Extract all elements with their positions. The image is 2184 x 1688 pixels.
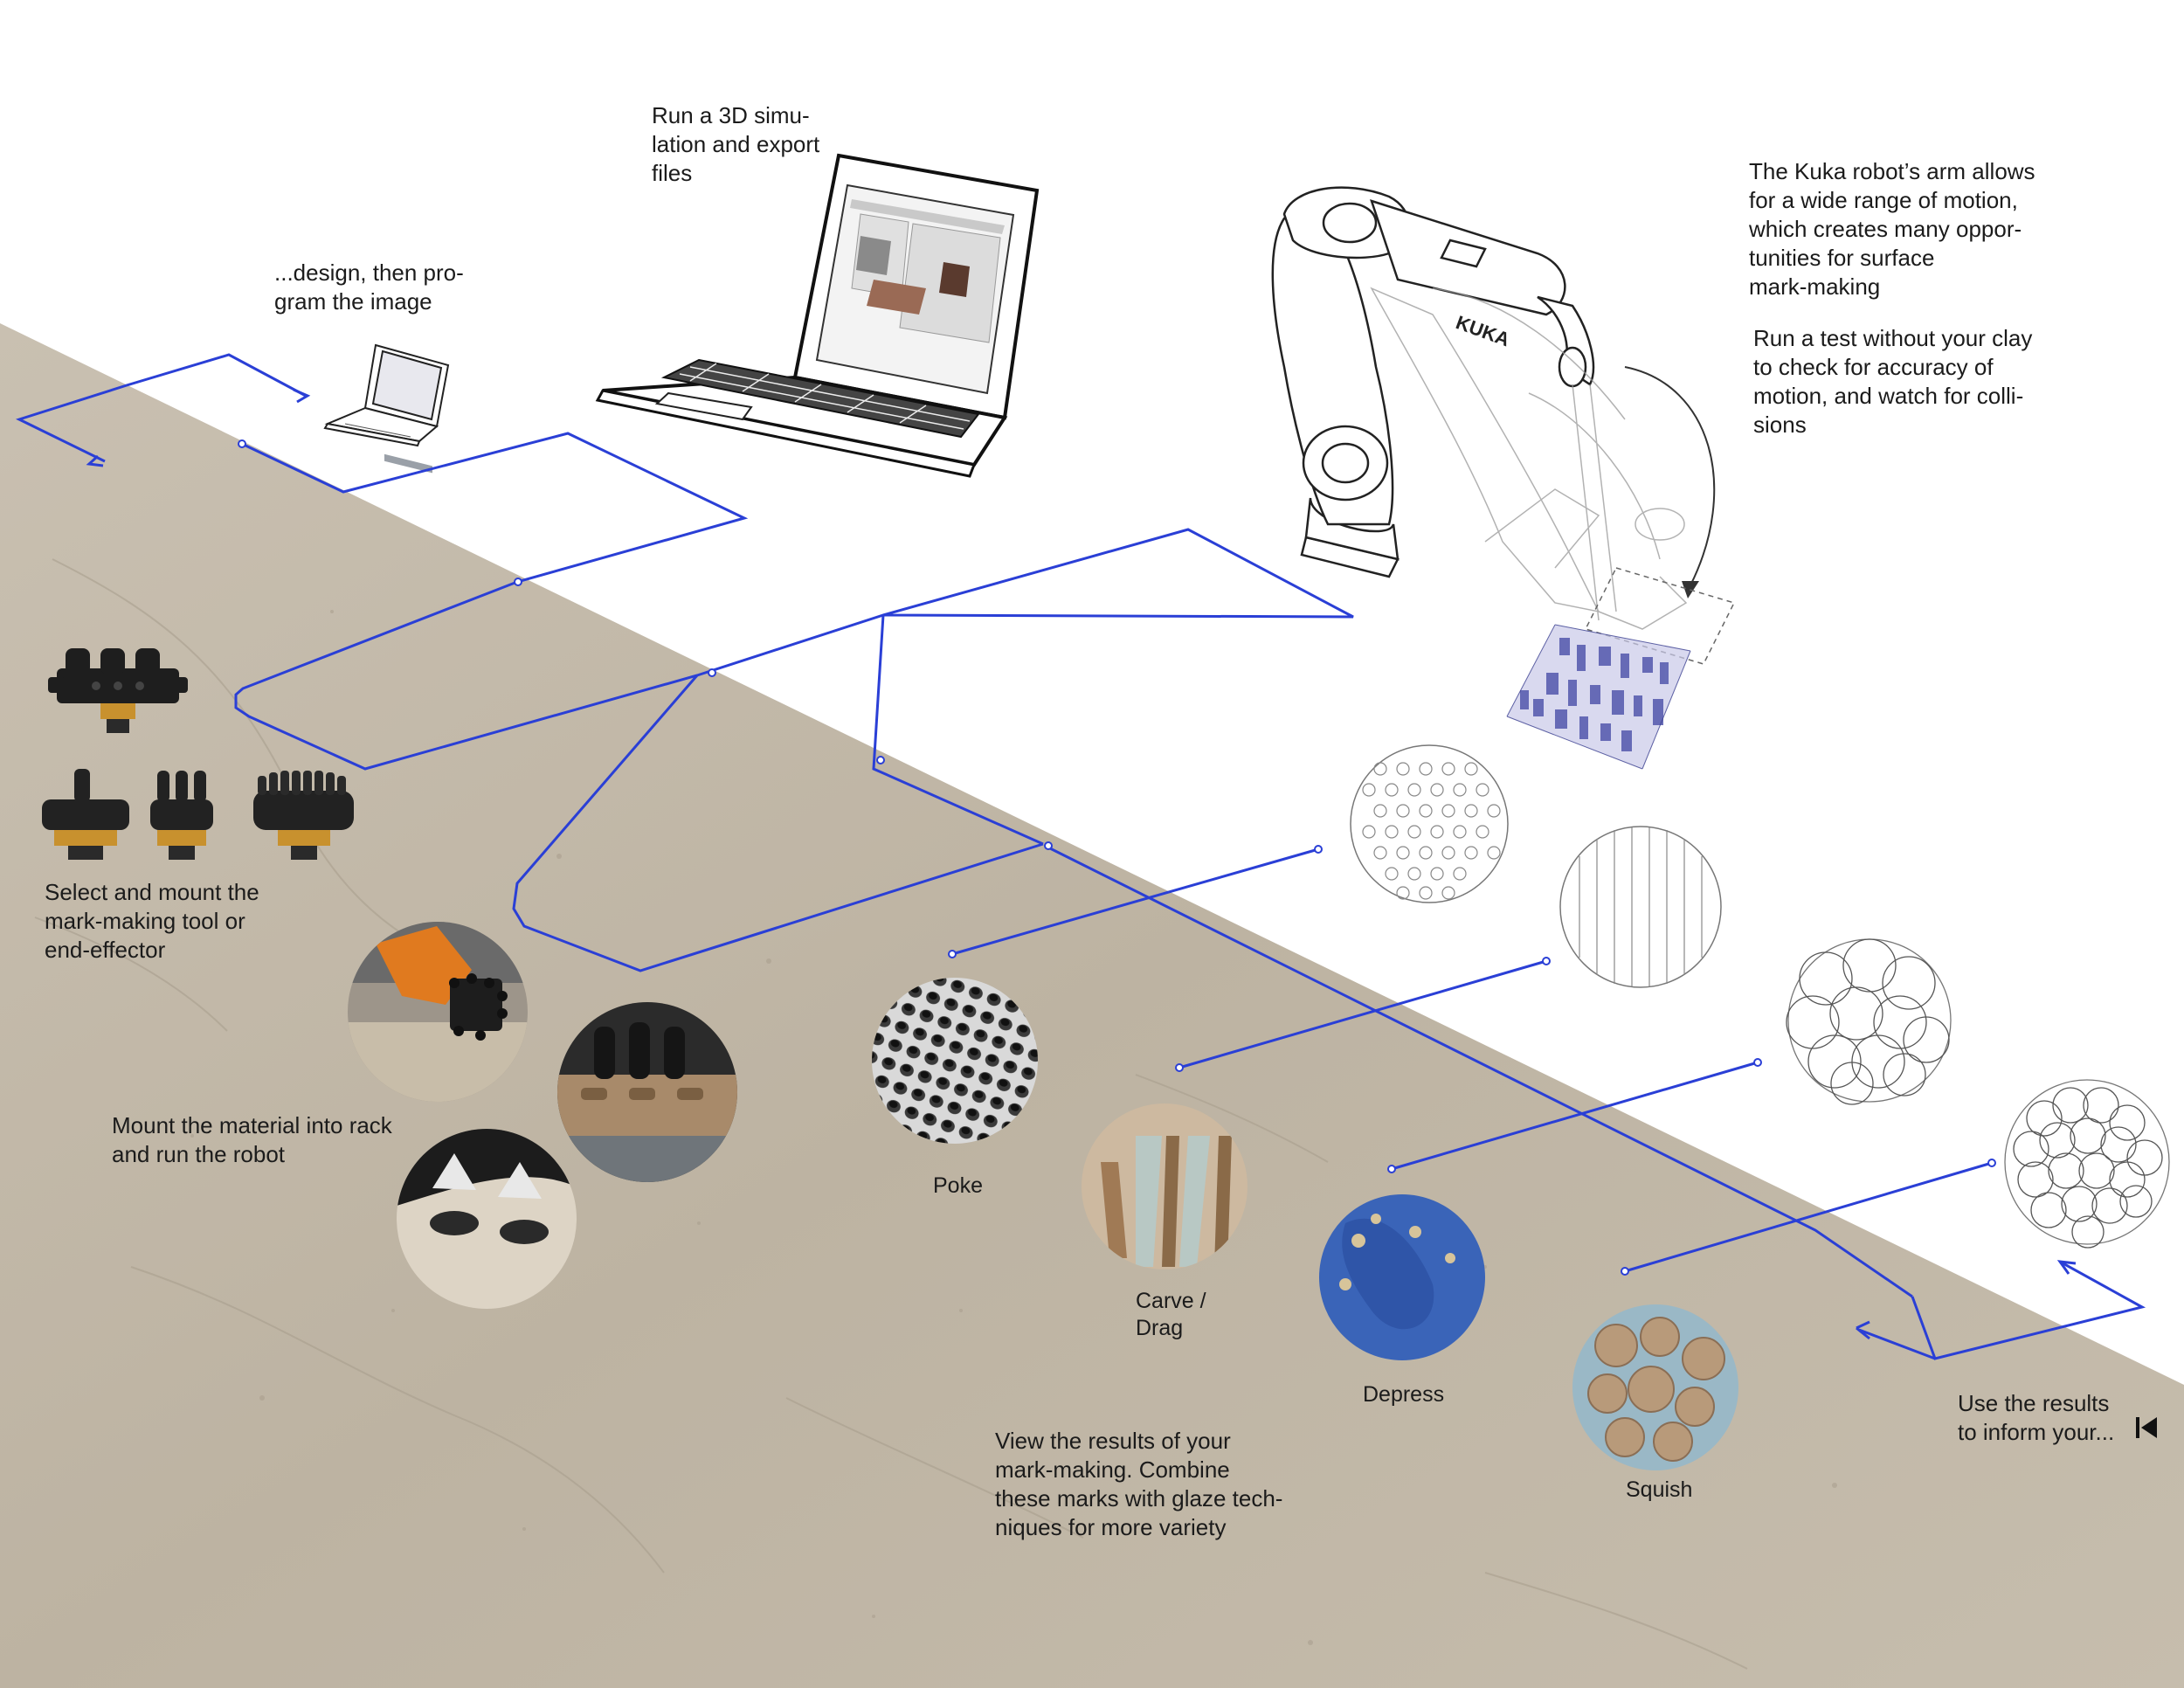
step-design-text: ...design, then pro- gram the image <box>274 259 464 315</box>
step-simulate-text: Run a 3D simu- lation and export files <box>652 102 820 186</box>
photo-depress-result <box>1319 1194 1485 1360</box>
pattern-overlapping-circles <box>1786 938 1952 1105</box>
end-effector-tool-brush <box>253 771 354 860</box>
photo-poke-result <box>872 978 1038 1144</box>
technique-depress-label: Depress <box>1363 1382 1445 1407</box>
path-node-dots <box>238 439 1996 1276</box>
end-effector-tool-single <box>42 769 129 860</box>
photo-tool-in-clay <box>557 1002 737 1182</box>
pattern-vertical-lines <box>1559 826 1722 988</box>
pattern-dense-circles <box>2004 1079 2170 1249</box>
photo-cone-tools <box>397 1129 577 1309</box>
small-laptop-illustration <box>323 343 450 474</box>
pattern-grid-dots <box>1350 744 1509 903</box>
svg-text:KUKA: KUKA <box>1453 311 1512 350</box>
kuka-robot-arm-illustration: KUKA <box>1271 186 1736 665</box>
robot-toolpath-simulation <box>1506 624 1691 770</box>
end-effector-tool-main <box>48 648 188 733</box>
process-flow-path <box>15 353 2146 1360</box>
technique-carve-label: Carve / Drag <box>1136 1289 1206 1340</box>
step-use-results-text: Use the results to inform your... <box>1958 1390 2115 1445</box>
step-view-results-text: View the results of your mark-making. Co… <box>995 1428 1283 1540</box>
step-robot-arm-text: The Kuka robot’s arm allows for a wide r… <box>1749 158 2035 300</box>
end-effector-tool-triple <box>150 771 213 860</box>
step-test-run-text: Run a test without your clay to check fo… <box>1753 325 2033 438</box>
step-select-tool-text: Select and mount the mark-making tool or… <box>45 879 259 963</box>
technique-poke-label: Poke <box>933 1173 983 1198</box>
technique-squish-label: Squish <box>1626 1477 1693 1502</box>
photo-squish-result <box>1572 1304 1738 1470</box>
step-mount-material-text: Mount the material into rack and run the… <box>112 1112 392 1167</box>
large-laptop-illustration <box>595 153 1040 478</box>
photo-carve-result <box>1082 1103 1248 1269</box>
skip-back-icon[interactable] <box>2134 1415 2159 1440</box>
